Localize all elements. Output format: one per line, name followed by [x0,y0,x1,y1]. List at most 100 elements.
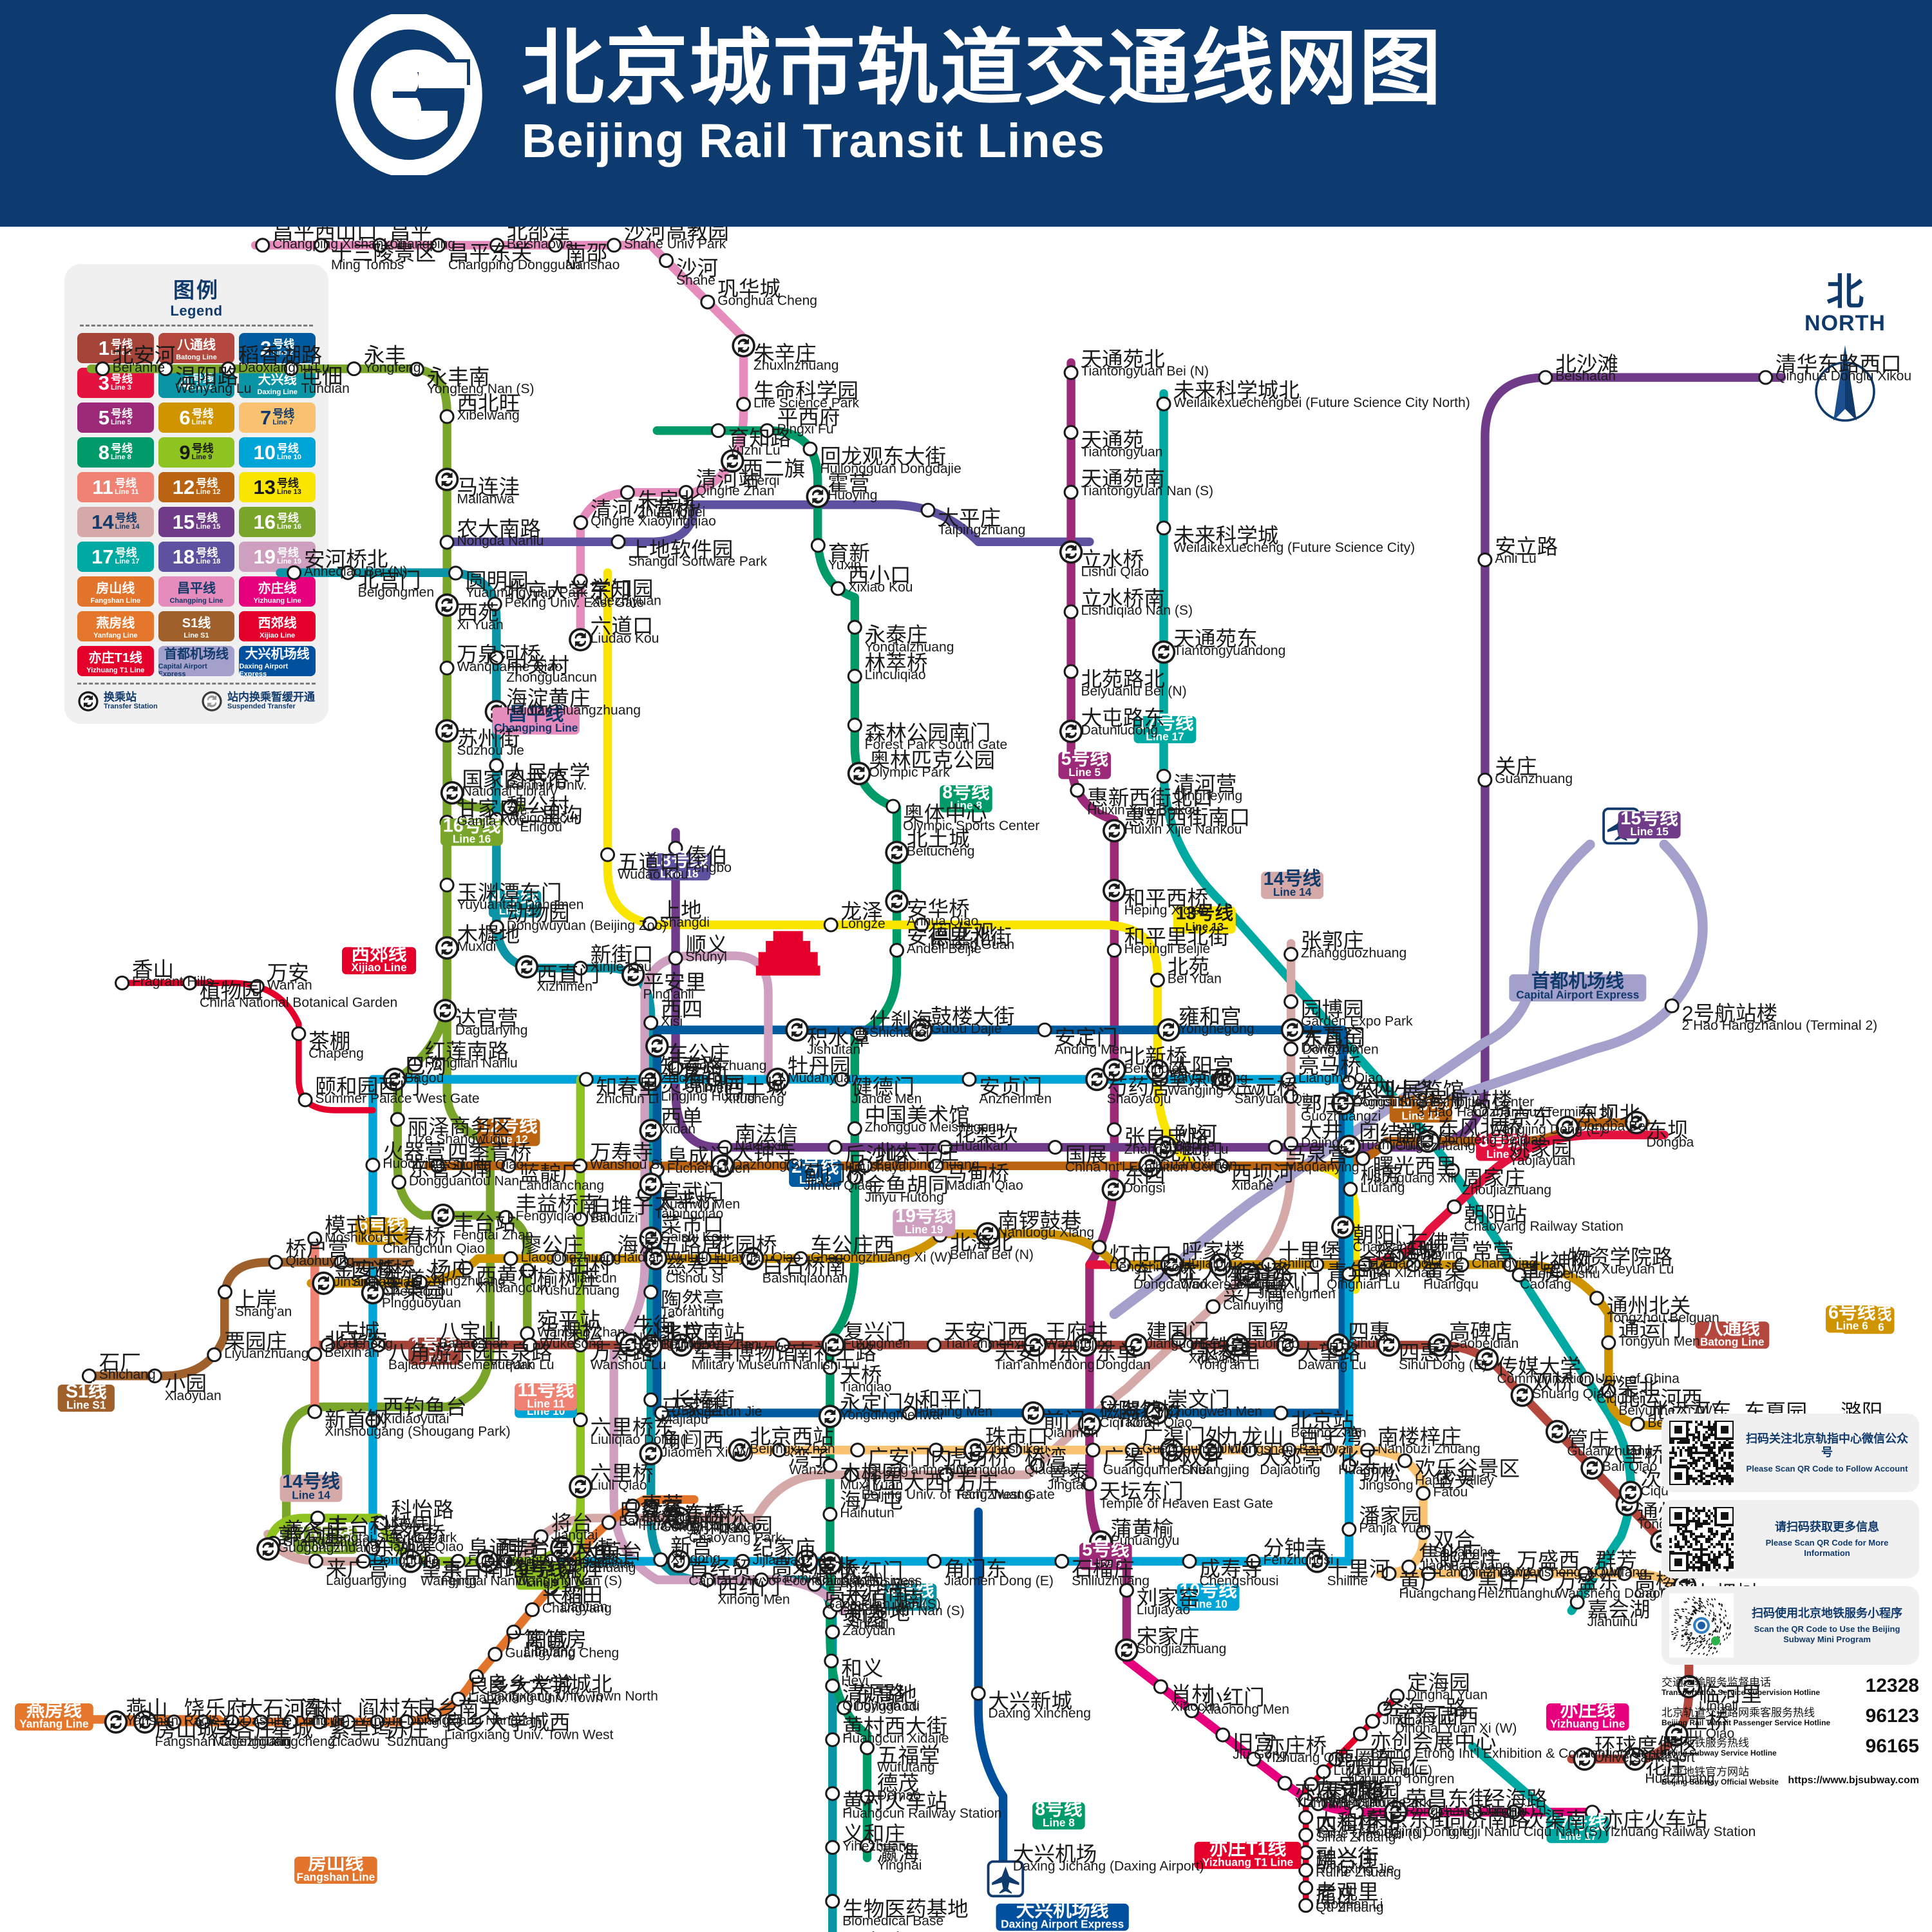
station-dot[interactable] [1539,1566,1554,1582]
station-dot[interactable] [431,238,446,253]
station-dot[interactable] [1446,1199,1462,1215]
station-dot[interactable] [824,1653,839,1669]
station-dot[interactable] [1283,1136,1299,1151]
station-dot[interactable] [606,238,621,253]
station-dot[interactable] [1569,1595,1585,1610]
station-dot[interactable] [1358,1257,1373,1273]
station-dot[interactable] [372,238,388,253]
station-dot[interactable] [1477,552,1493,567]
station-dot[interactable] [573,1338,588,1353]
station-dot[interactable] [489,650,504,665]
transfer-station-icon[interactable] [1151,640,1176,664]
station-dot[interactable] [522,1338,538,1353]
station-dot[interactable] [195,1714,211,1730]
station-dot[interactable] [409,361,424,377]
station-dot[interactable] [825,1786,840,1801]
station-dot[interactable] [802,441,818,457]
station-dot[interactable] [1215,1727,1231,1743]
station-dot[interactable] [1119,1582,1134,1598]
station-dot[interactable] [502,800,518,815]
station-dot[interactable] [1298,1898,1314,1913]
station-dot[interactable] [426,1707,442,1723]
station-dot[interactable] [1101,1395,1116,1410]
station-dot[interactable] [166,1714,182,1730]
station-dot[interactable] [298,1092,313,1108]
station-dot[interactable] [573,573,588,589]
station-dot[interactable] [390,1112,405,1127]
station-dot[interactable] [365,1413,381,1428]
transfer-station-icon[interactable] [433,999,457,1023]
station-dot[interactable] [1283,1089,1299,1104]
station-dot[interactable] [1063,484,1079,500]
station-dot[interactable] [810,538,826,553]
station-dot[interactable] [525,1602,540,1617]
station-dot[interactable] [717,1140,733,1155]
transfer-station-icon[interactable] [1331,1215,1355,1239]
station-dot[interactable] [1416,1486,1431,1501]
transfer-station-icon[interactable] [569,628,592,652]
station-dot[interactable] [287,565,302,580]
station-dot[interactable] [424,1553,439,1569]
transfer-station-icon[interactable] [1157,1018,1180,1042]
station-dot[interactable] [1401,1559,1417,1575]
station-dot[interactable] [1360,1443,1376,1458]
transfer-station-icon[interactable] [256,1537,280,1561]
station-dot[interactable] [430,1158,446,1173]
station-dot[interactable] [1321,1443,1336,1458]
station-dot[interactable] [407,1057,422,1072]
station-dot[interactable] [825,1624,840,1640]
station-dot[interactable] [291,1026,307,1041]
station-dot[interactable] [224,1714,240,1730]
station-dot[interactable] [825,1732,840,1747]
station-dot[interactable] [847,1170,862,1186]
station-dot[interactable] [320,1338,336,1353]
station-dot[interactable] [847,717,862,733]
station-dot[interactable] [710,423,726,439]
station-dot[interactable] [847,668,862,684]
station-dot[interactable] [307,1404,323,1419]
station-dot[interactable] [1328,1752,1343,1767]
station-dot[interactable] [928,1443,944,1458]
station-dot[interactable] [1156,768,1171,784]
station-dot[interactable] [828,1140,843,1155]
station-dot[interactable] [834,1072,849,1087]
station-dot[interactable] [1124,1443,1140,1458]
transfer-station-icon[interactable] [435,719,459,743]
station-dot[interactable] [1511,1267,1527,1283]
station-dot[interactable] [759,423,775,439]
station-dot[interactable] [1309,1257,1325,1273]
station-dot[interactable] [399,1714,414,1729]
station-dot[interactable] [573,1211,588,1227]
station-dot[interactable] [578,1072,594,1087]
station-dot[interactable] [847,620,862,635]
station-dot[interactable] [1538,370,1553,385]
station-dot[interactable] [255,238,270,253]
station-dot[interactable] [886,799,901,814]
station-dot[interactable] [1063,664,1079,679]
station-dot[interactable] [371,1338,386,1353]
station-dot[interactable] [1460,1566,1475,1582]
station-dot[interactable] [573,960,588,976]
station-dot[interactable] [1316,1764,1331,1779]
